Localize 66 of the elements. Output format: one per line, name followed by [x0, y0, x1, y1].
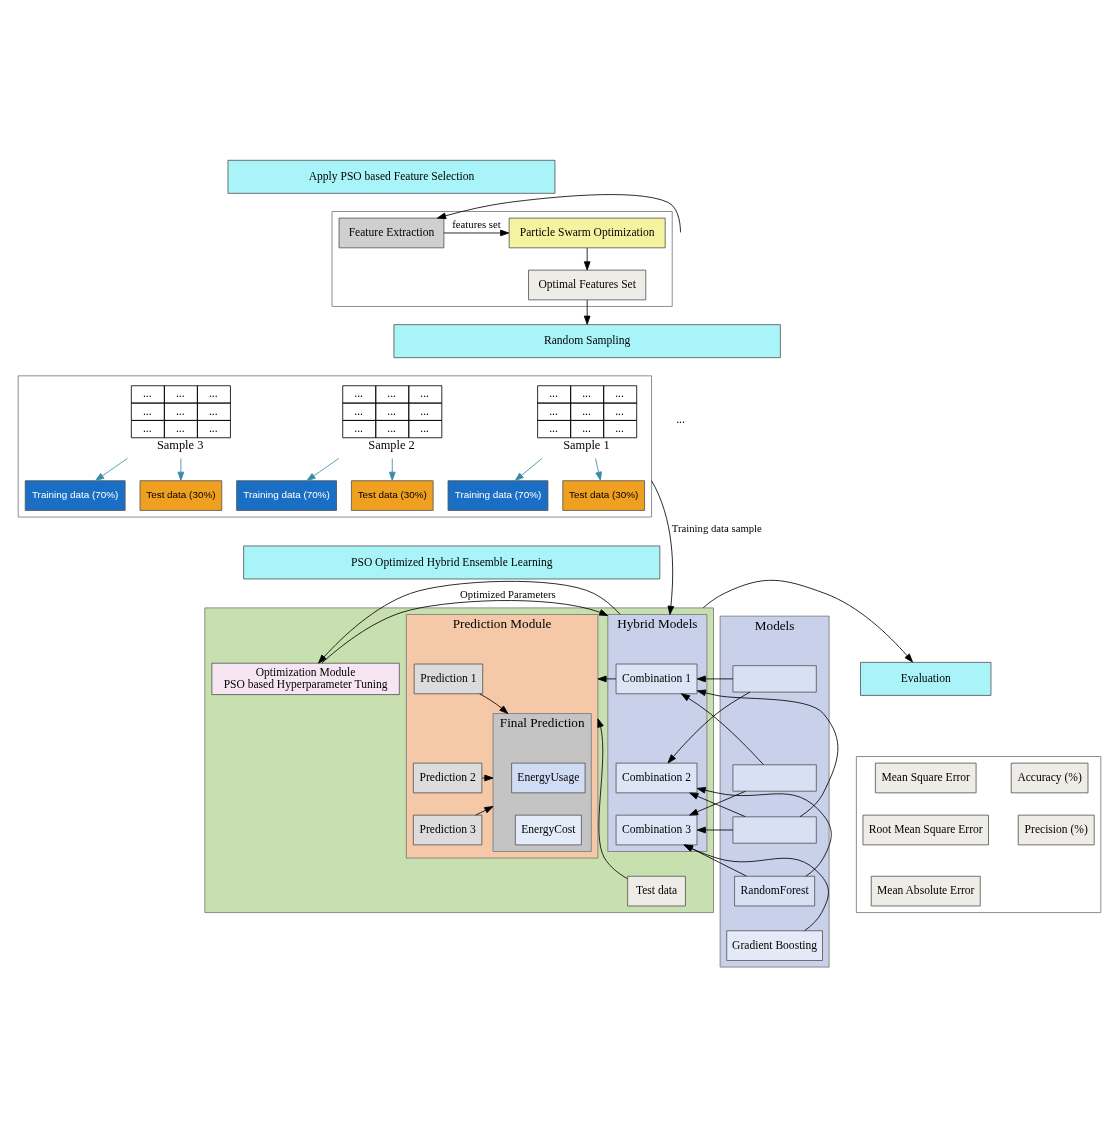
node-box: [732, 763, 817, 792]
node-box: Prediction 3: [412, 814, 483, 845]
node-box: EnergyUsage: [511, 762, 586, 793]
node-box: EnergyCost: [514, 814, 582, 845]
node-box: Test data: [627, 875, 686, 906]
arrow: [318, 580, 621, 664]
node-box: Optimization Module PSO based Hyperparameter Tuning: [211, 662, 400, 695]
node-box: [732, 664, 817, 693]
arrow: [321, 599, 609, 663]
arrow: [443, 229, 510, 236]
arrow: [437, 193, 681, 233]
node-label: Sample 2: [368, 437, 415, 452]
node-box: RandomForest: [734, 875, 816, 906]
node-box: Apply PSO based Feature Selection: [227, 159, 556, 194]
arrow: [597, 717, 628, 879]
arrow: [514, 457, 543, 481]
cluster: [17, 374, 652, 517]
node-box: PSO Optimized Hybrid Ensemble Learning: [243, 545, 661, 579]
arrow: [696, 689, 839, 817]
arrow: [479, 692, 509, 714]
edge-label: Training data sample: [671, 521, 762, 534]
node-box: Particle Swarm Optimization: [508, 217, 666, 248]
node-box: Accuracy (%): [1010, 762, 1089, 793]
node-box: Mean Absolute Error: [870, 875, 981, 906]
arrow: [651, 479, 675, 615]
arrow: [481, 774, 494, 781]
node-box: Combination 1: [615, 663, 698, 694]
node-box: Combination 3: [615, 814, 698, 845]
node-label: Sample 3: [156, 437, 204, 452]
node-box: Test data (30%): [351, 479, 434, 511]
node-box: Training data (70%): [447, 479, 549, 511]
arrow: [595, 457, 602, 481]
node-box: Combination 2: [615, 762, 698, 793]
node-box: Test data (30%): [562, 479, 645, 511]
node-box: Feature Extraction: [338, 217, 445, 248]
node-box: Training data (70%): [236, 479, 337, 511]
node-box: [732, 815, 817, 844]
node-box: Optimal Features Set: [528, 269, 647, 300]
arrow: [667, 691, 751, 763]
node-box: Test data (30%): [139, 479, 223, 511]
arrow: [95, 457, 128, 481]
arrow: [306, 457, 340, 481]
node-box: Evaluation: [860, 661, 992, 696]
arrow: [583, 299, 591, 325]
arrow: [680, 692, 764, 765]
node-box: Precision (%): [1017, 814, 1095, 845]
arrow: [696, 826, 734, 833]
node-box: Prediction 1: [413, 663, 484, 694]
arrow: [583, 247, 591, 270]
edge-label: Optimized Parameters: [460, 587, 556, 600]
node-box: Training data (70%): [24, 479, 126, 511]
arrow: [388, 457, 396, 481]
label: ...: [676, 412, 685, 426]
arrow: [702, 579, 913, 662]
cluster: [855, 755, 1102, 913]
node-box: Mean Square Error: [874, 762, 977, 793]
node-box: Root Mean Square Error: [862, 814, 989, 845]
node-box: Gradient Boosting: [726, 929, 823, 961]
node-label: Sample 1: [563, 437, 610, 452]
arrow: [475, 805, 494, 816]
arrow: [696, 786, 832, 877]
arrow: [177, 457, 185, 481]
arrow: [696, 675, 734, 682]
node-box: Random Sampling: [393, 323, 781, 358]
arrow: [597, 675, 617, 682]
edge-label: features set: [452, 217, 501, 230]
